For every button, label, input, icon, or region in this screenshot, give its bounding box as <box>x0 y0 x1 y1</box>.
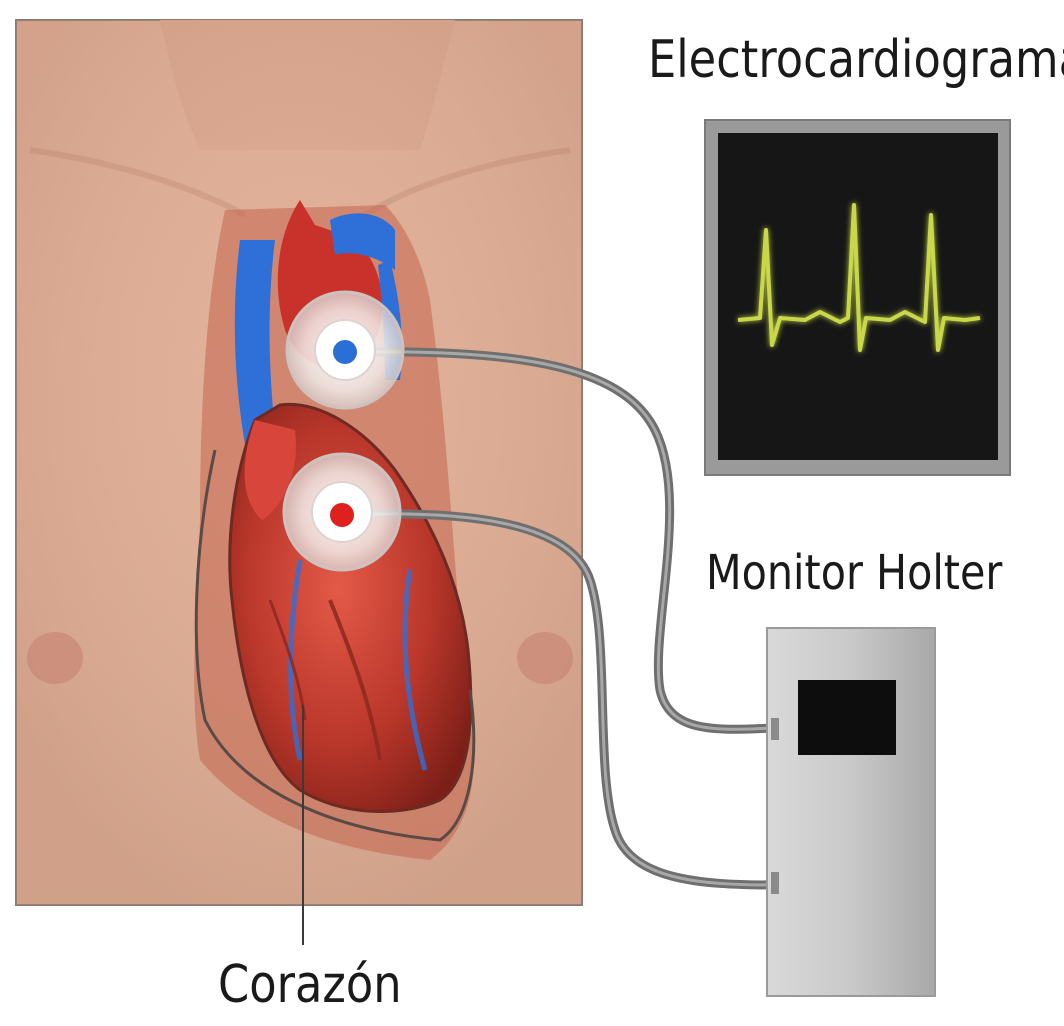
nipple-left <box>27 632 83 684</box>
ecg-label: Electrocardiograma <box>648 30 1064 90</box>
electrode-top <box>287 292 403 408</box>
electrode-bottom-contact <box>330 503 354 527</box>
holter-device <box>767 628 935 996</box>
electrode-top-contact <box>333 340 357 364</box>
torso-illustration <box>16 20 582 905</box>
nipple-right <box>517 632 573 684</box>
holter-label: Monitor Holter <box>706 545 1002 601</box>
electrode-bottom <box>284 454 400 570</box>
ecg-monitor <box>705 120 1010 475</box>
heart-label: Corazón <box>218 955 402 1015</box>
holter-display <box>798 680 896 755</box>
